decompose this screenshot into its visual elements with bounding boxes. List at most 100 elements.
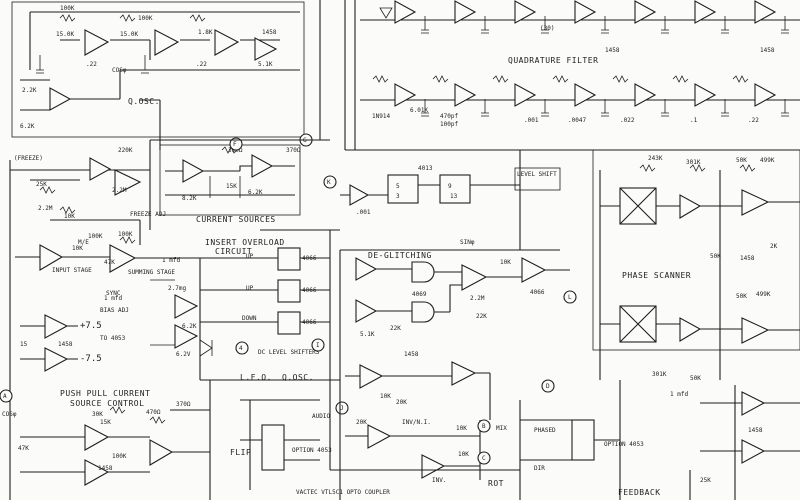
chip-4069-label: 4069 [412, 291, 427, 298]
capacitor [721, 16, 729, 34]
quadrature-filter-section: QUADRATURE FILTER 1N914 6.01K 470pf 100p… [344, 0, 800, 151]
cos-phi-label-2: COSφ [2, 411, 17, 418]
svg-text:3: 3 [396, 193, 400, 200]
sin-phi-label: SINφ [460, 239, 475, 246]
svg-text:6.2K: 6.2K [182, 323, 197, 330]
q-osc-label-2: Q.OSC. [282, 373, 314, 382]
svg-text:470pf: 470pf [440, 113, 458, 120]
op-amp [634, 0, 657, 24]
svg-text:15K: 15K [226, 183, 237, 190]
input-stage-label: INPUT STAGE [52, 267, 92, 274]
resistor [432, 75, 449, 83]
current-sources-title: CURRENT SOURCES [196, 215, 276, 224]
svg-text:13: 13 [450, 193, 458, 200]
svg-text:.022: .022 [620, 117, 635, 124]
svg-text:100K: 100K [60, 5, 75, 12]
flipflop-section: 4013 LEVEL SHIFT K 5 9 13 3 .001 [323, 150, 561, 250]
op-amp [754, 83, 777, 107]
svg-text:30K: 30K [92, 411, 103, 418]
svg-text:1458: 1458 [740, 255, 755, 262]
svg-text:100pf: 100pf [440, 121, 458, 128]
chip-4066-d: 4066 [530, 289, 545, 296]
svg-text:10K: 10K [456, 425, 467, 432]
svg-text:100K: 100K [138, 15, 153, 22]
svg-text:25K: 25K [700, 477, 711, 484]
svg-text:6.01K: 6.01K [410, 107, 428, 114]
svg-text:47K: 47K [104, 259, 115, 266]
circuit-title: CIRCUIT [215, 247, 252, 256]
svg-text:.001: .001 [356, 209, 371, 216]
option-4053-label-b: OPTION 4053 [604, 441, 644, 448]
op-amp [634, 83, 657, 107]
op-amp [454, 83, 477, 107]
op-amp [754, 0, 777, 24]
op-amp [514, 83, 537, 107]
svg-text:2K: 2K [770, 243, 778, 250]
op-amp [694, 83, 717, 107]
summing-stage-label: SUMMING STAGE [128, 269, 175, 276]
capacitor [541, 16, 549, 34]
push-pull-section: PUSH PULL CURRENT SOURCE CONTROL A COSφ … [0, 380, 211, 500]
vactec-label: VACTEC VTL5C1 OPTO COUPLER [296, 489, 390, 496]
svg-text:2.2K: 2.2K [22, 87, 37, 94]
svg-text:15: 15 [20, 341, 28, 348]
deglitch-section: DE-GLITCHING 4069 SINφ 4066 5.1K 22K 2.2… [339, 239, 577, 500]
svg-text:.0047: .0047 [568, 117, 586, 124]
svg-text:1458: 1458 [605, 47, 620, 54]
svg-text:1 mfd: 1 mfd [104, 295, 122, 302]
deglitching-title: DE-GLITCHING [368, 251, 432, 260]
mix-section: INV/N.I. INV. 1458 10K 20K 20K 10K 10K B… [345, 351, 644, 500]
resistor [492, 75, 509, 83]
down-label: DOWN [242, 315, 257, 322]
svg-text:20K: 20K [396, 399, 407, 406]
svg-text:100K: 100K [112, 453, 127, 460]
svg-text:2.2M: 2.2M [38, 205, 53, 212]
resistor [672, 75, 689, 83]
svg-text:15.0K: 15.0K [120, 31, 138, 38]
node-b: B [482, 423, 486, 430]
inv-label: INV. [432, 477, 446, 484]
node-l: L [568, 294, 572, 301]
op-amp [574, 83, 597, 107]
svg-text:100K: 100K [88, 233, 103, 240]
svg-text:10K: 10K [72, 245, 83, 252]
dc-level-label: DC LEVEL SHIFTERS [258, 349, 320, 356]
cos-phi-label: COSφ [112, 67, 127, 74]
svg-text:5.1K: 5.1K [258, 61, 273, 68]
op-amp [394, 83, 417, 107]
svg-text:.001: .001 [524, 117, 539, 124]
svg-text:1458: 1458 [58, 341, 73, 348]
node-c: C [482, 455, 486, 462]
up-label-1: UP [246, 253, 254, 260]
svg-text:20K: 20K [356, 419, 367, 426]
svg-text:50K: 50K [690, 375, 701, 382]
svg-text:10K: 10K [64, 213, 75, 220]
svg-text:.1: .1 [690, 117, 698, 124]
svg-text:100K: 100K [118, 231, 133, 238]
svg-text:50K: 50K [736, 157, 747, 164]
op-amp [694, 0, 717, 24]
svg-text:6.2K: 6.2K [248, 189, 263, 196]
svg-text:25K: 25K [36, 181, 47, 188]
svg-text:47K: 47K [18, 445, 29, 452]
svg-text:15.0K: 15.0K [56, 31, 74, 38]
op-amp [394, 0, 417, 24]
svg-text:1458: 1458 [748, 427, 763, 434]
op-amp [574, 0, 597, 24]
node-k: K [327, 179, 331, 186]
dir-label: DIR [534, 465, 545, 472]
bottom-right-section: FEEDBACK 25K 1458 1 mfd [618, 385, 800, 500]
lfo-label: L.F.O. [240, 373, 272, 382]
svg-text:8.2K: 8.2K [182, 195, 197, 202]
svg-text:5.1K: 5.1K [360, 331, 375, 338]
input-section: (FREEZE) 25K 2.2M 10K 220K 2.2M 100K 100… [9, 147, 200, 500]
feedback-label: FEEDBACK [618, 488, 661, 497]
bias-adj-label: BIAS ADJ [100, 307, 129, 314]
svg-text:.22: .22 [748, 117, 759, 124]
svg-text:1 mfd: 1 mfd [670, 391, 688, 398]
option-4053-label: OPTION 4053 [292, 447, 332, 454]
quadrature-filter-title: QUADRATURE FILTER [508, 56, 598, 65]
push-pull-title: PUSH PULL CURRENT [60, 389, 150, 398]
svg-text:2.7mg: 2.7mg [168, 285, 186, 292]
